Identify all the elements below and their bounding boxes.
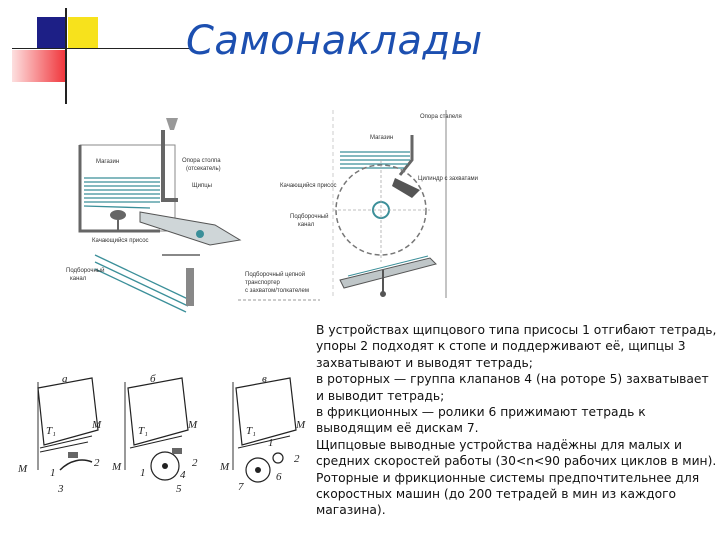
panel-b-letter: б [150, 373, 156, 385]
panel-a-letter: а [62, 373, 68, 385]
deco-navy-square [37, 17, 66, 48]
paragraph-line: и выводит тетрадь; [316, 388, 445, 403]
diagram-right: Опора стапеля Магазин Качающийся присос … [280, 110, 478, 298]
label-swinging-sucker: Качающийся присос [92, 237, 149, 244]
panel-a-m1: М [91, 419, 102, 431]
label-right-channel-2: канал [298, 222, 315, 228]
panel-a-n3: 3 [57, 483, 64, 495]
panel-c-m1: М [295, 419, 306, 431]
panel-a-n2: 2 [94, 457, 100, 469]
label-right-channel-1: Подборочный [290, 213, 328, 220]
paragraph-line: в роторных — группа клапанов 4 (на ротор… [316, 372, 709, 387]
label-right-stack-support: Опора стапеля [420, 114, 462, 120]
panel-c-n2: 2 [294, 453, 300, 465]
panel-a: а T₁ М М 1 2 3 [17, 373, 102, 495]
paragraph-line: В устройствах щипцового типа присосы 1 о… [316, 323, 717, 337]
panel-c-m2: М [219, 461, 230, 473]
paragraph-line: упоры 2 подходят к стопе и поддерживают … [316, 339, 686, 354]
panel-b-n5: 5 [176, 483, 182, 495]
label-magazine: Магазин [96, 159, 119, 165]
label-channel-1: Подборочный [66, 267, 104, 274]
panel-c-letter: в [262, 373, 267, 385]
panel-b-n2: 2 [192, 457, 198, 469]
panel-b-m1: М [187, 419, 198, 431]
panel-b-stack: T₁ [138, 425, 148, 437]
paragraph-line: магазина). [316, 503, 386, 518]
panel-c: в T₁ М М 1 2 6 7 [219, 373, 306, 493]
label-stack-support: Опора столпа [182, 158, 221, 164]
paragraph-line: средних скоростей работы (30<n<90 рабочи… [316, 454, 717, 469]
paragraph-line: выводящим её дискам 7. [316, 421, 479, 436]
deco-red-square [12, 50, 66, 82]
label-grippers: Щипцы [192, 183, 212, 189]
panel-c-stack: T₁ [246, 425, 256, 437]
deco-horizontal-line [12, 48, 190, 49]
panel-b: б T₁ М М 1 2 4 5 [111, 373, 198, 495]
label-right-cylinder: Цилиндр с захватами [418, 176, 478, 182]
panel-b-m2: М [111, 461, 122, 473]
diagram-bottom: а T₁ М М 1 2 3 б T₁ М М 1 2 4 5 [17, 373, 306, 495]
panel-a-m2: М [17, 463, 28, 475]
description-paragraph: В устройствах щипцового типа присосы 1 о… [316, 322, 716, 519]
paragraph-line: скоростных машин (до 200 тетрадей в мин … [316, 487, 677, 502]
label-stack-support-sub: (отсекатель) [186, 166, 221, 172]
panel-a-n1: 1 [50, 467, 56, 479]
deco-vertical-line [65, 8, 67, 104]
panel-c-n1: 1 [268, 437, 274, 449]
label-right-magazine: Магазин [370, 135, 393, 141]
paragraph-line: Щипцовые выводные устройства надёжны для… [316, 437, 683, 452]
label-transporter-1: Подборочный цепной [245, 271, 305, 278]
panel-b-n4: 4 [180, 469, 186, 481]
paragraph-line: Роторные и фрикционные системы предпочти… [316, 470, 700, 485]
label-right-sucker: Качающийся присос [280, 182, 337, 189]
panel-c-n7: 7 [238, 481, 244, 493]
label-channel-2: канал [70, 276, 87, 282]
page-title: Самонаклады [186, 18, 483, 64]
label-transporter-2: транспортер [245, 280, 281, 286]
paragraph-line: в фрикционных — ролики 6 прижимают тетра… [316, 405, 646, 420]
panel-c-n6: 6 [276, 471, 282, 483]
diagram-left: Магазин Опора столпа (отсекатель) Щипцы … [66, 118, 320, 313]
paragraph-line: захватывают и выводят тетрадь; [316, 355, 533, 370]
panel-a-stack: T₁ [46, 425, 56, 437]
panel-b-n1: 1 [140, 467, 146, 479]
label-transporter-3: с захватом/толкателем [245, 288, 309, 294]
deco-yellow-square [68, 17, 98, 49]
